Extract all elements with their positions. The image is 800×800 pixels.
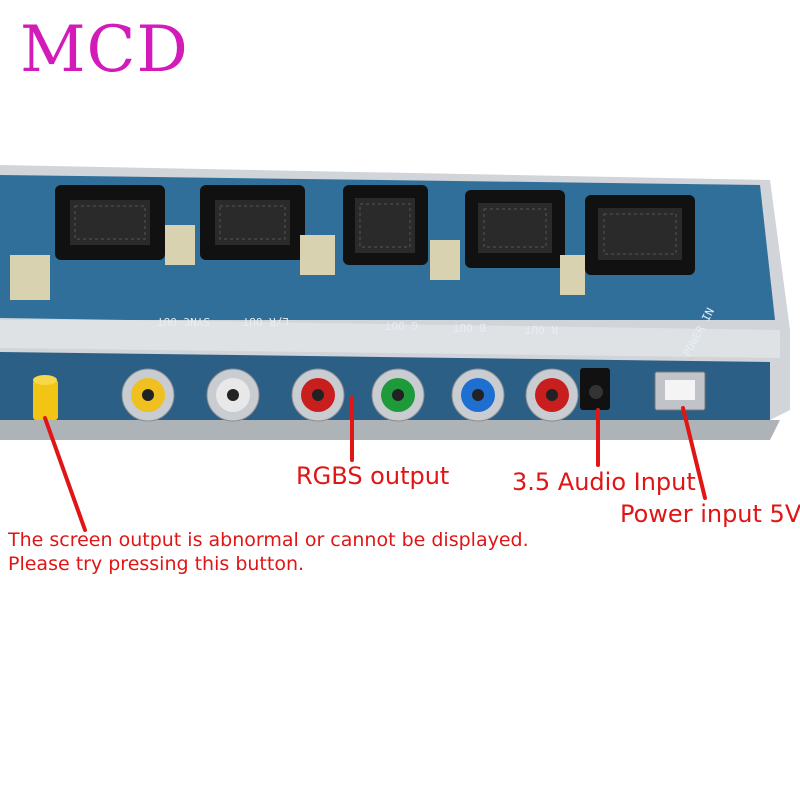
rca-jack-6 — [525, 368, 579, 422]
scart-connector-3 — [343, 185, 428, 265]
silk-g-out: G OUT — [385, 319, 418, 332]
scart-connectors — [55, 185, 695, 275]
rca-jack-3 — [291, 368, 345, 422]
pointer-reset — [43, 416, 87, 532]
silk-lr-out: L/R OUT — [242, 315, 289, 328]
label-power-input: Power input 5V — [620, 500, 800, 528]
usb-power-port — [654, 371, 706, 411]
reset-button — [33, 375, 58, 420]
label-rgbs-output: RGBS output — [296, 462, 450, 490]
board-components — [10, 225, 585, 300]
silk-sync-out: SYNC OUT — [157, 315, 210, 328]
audio-jack — [580, 368, 610, 410]
reset-note-line1: The screen output is abnormal or cannot … — [8, 529, 529, 551]
scart-connector-4 — [465, 190, 565, 268]
rca-jack-1 — [121, 368, 175, 422]
brand-logo: MCD — [20, 13, 189, 87]
acrylic-base — [0, 420, 780, 440]
pointer-power — [681, 406, 707, 500]
reset-button-note: The screen output is abnormal or cannot … — [8, 528, 529, 576]
reset-note-line2: Please try pressing this button. — [8, 553, 305, 575]
label-audio-input: 3.5 Audio Input — [512, 468, 696, 496]
silk-r-out: R OUT — [525, 323, 558, 336]
rca-jack-5 — [451, 368, 505, 422]
scart-connector-5 — [585, 195, 695, 275]
rca-jack-4 — [371, 368, 425, 422]
silk-b-out: B OUT — [453, 321, 486, 334]
rca-jacks — [121, 368, 579, 422]
scart-connector-2 — [200, 185, 305, 260]
scart-connector-1 — [55, 185, 165, 260]
rca-jack-2 — [206, 368, 260, 422]
acrylic-lid — [0, 318, 780, 358]
